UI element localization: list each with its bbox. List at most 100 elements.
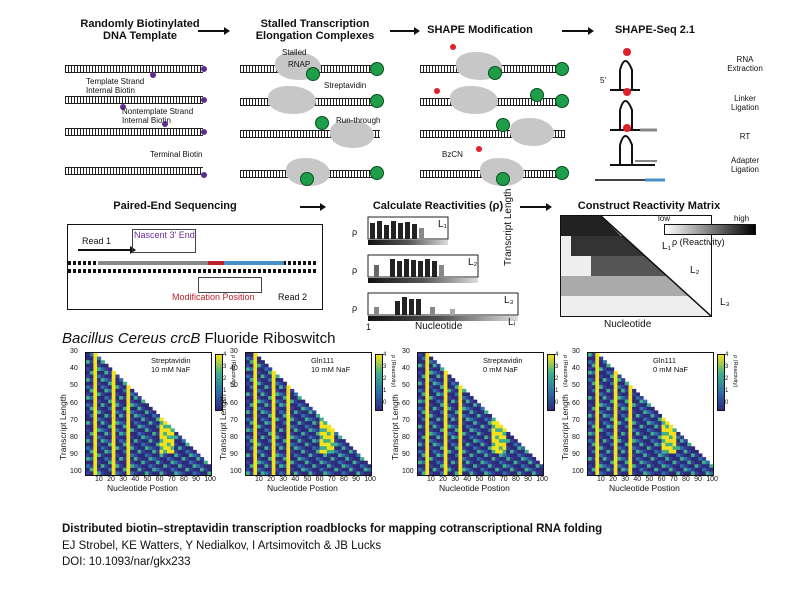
colorbar-label: ρ (Reactivity) — [732, 355, 738, 388]
heat-cell — [286, 449, 291, 454]
bar — [384, 225, 389, 239]
heat-cell — [330, 446, 335, 451]
heat-cell — [462, 410, 467, 415]
heat-cell — [115, 378, 120, 383]
heat-cell — [513, 471, 518, 475]
heat-cell — [639, 414, 644, 419]
heat-cell — [421, 442, 426, 447]
heat-cell — [104, 370, 109, 376]
heat-cell — [297, 410, 302, 415]
colorbar-tick: 2 — [223, 376, 227, 382]
heat-cell — [315, 449, 321, 454]
heat-cell — [602, 381, 607, 386]
heat-cell — [282, 399, 287, 404]
heat-cell — [159, 453, 164, 458]
heat-cell — [133, 460, 138, 465]
heat-cell — [606, 381, 611, 386]
streptavidin-dot — [555, 166, 569, 180]
heat-cell — [93, 467, 98, 472]
heat-cell — [447, 388, 452, 393]
heat-cell — [687, 460, 692, 465]
heat-cell — [440, 453, 445, 458]
heat-cell — [617, 381, 622, 386]
heat-cell — [93, 406, 98, 411]
heat-cell — [443, 370, 448, 376]
heat-cell — [676, 442, 681, 447]
bar — [397, 261, 402, 277]
heat-cell — [665, 439, 670, 444]
heat-cell — [454, 467, 459, 472]
heat-cell — [621, 460, 626, 465]
heat-cell — [282, 406, 287, 411]
heat-cell — [654, 424, 659, 429]
heat-cell — [297, 446, 302, 451]
heat-cell — [104, 385, 109, 390]
heat-cell — [476, 449, 481, 454]
heat-cell — [421, 460, 426, 465]
heat-cell — [144, 417, 149, 422]
heat-cell — [286, 460, 291, 465]
heat-cell — [502, 449, 507, 454]
heat-cell — [621, 406, 626, 411]
heat-cell — [654, 417, 659, 422]
heat-cell — [290, 439, 295, 444]
heat-cell — [126, 403, 131, 408]
heat-cell — [458, 406, 463, 411]
heat-cell — [646, 460, 651, 465]
heat-cell — [588, 431, 593, 437]
heat-cell — [326, 424, 332, 429]
heat-cell — [104, 471, 109, 475]
heat-cell — [297, 439, 302, 444]
heat-cell — [260, 421, 265, 426]
heat-cell — [144, 424, 149, 429]
x-tick-label: 80 — [339, 476, 348, 483]
streptavidin-dot — [300, 172, 314, 186]
biotin-dot — [201, 66, 207, 72]
heat-cell — [447, 381, 452, 386]
heat-cell — [436, 396, 441, 401]
heat-cell — [473, 421, 478, 426]
heat-cell — [323, 464, 328, 469]
heat-cell — [271, 388, 276, 393]
heat-cell — [137, 439, 142, 444]
heat-cell — [639, 453, 644, 458]
heat-cell — [635, 442, 640, 447]
heat-cell — [639, 410, 644, 415]
heat-cell — [458, 428, 463, 433]
heat-cell — [484, 428, 489, 433]
heat-cell — [502, 464, 507, 469]
heat-cell — [163, 467, 168, 472]
heat-cell — [454, 453, 459, 458]
condition-line-1: Streptavidin — [151, 356, 191, 365]
shape-mod-dot — [623, 88, 631, 96]
heat-cell — [275, 388, 280, 393]
heat-cell — [432, 467, 437, 472]
heat-cell — [148, 435, 153, 440]
heat-cell — [348, 457, 354, 462]
heat-cell — [104, 446, 109, 451]
heat-cell — [108, 403, 113, 408]
heat-cell — [613, 446, 618, 451]
dna-template-2 — [65, 96, 203, 104]
heat-cell — [323, 442, 328, 447]
heat-cell — [602, 424, 607, 429]
heat-cell — [606, 442, 611, 447]
heat-cell — [606, 431, 611, 437]
heat-cell — [133, 421, 138, 426]
heat-cell — [646, 442, 651, 447]
heat-cell — [628, 464, 633, 469]
heat-cell — [260, 435, 265, 440]
dna-complex-3 — [240, 130, 380, 138]
heat-cell — [628, 385, 633, 390]
heat-cell — [275, 439, 280, 444]
heat-cell — [443, 414, 448, 419]
heat-cell — [588, 467, 593, 472]
heat-cell — [591, 428, 596, 433]
heat-cell — [421, 439, 426, 444]
heat-cell — [588, 460, 593, 465]
heat-cell — [111, 403, 116, 408]
heat-cell — [705, 467, 710, 472]
heat-cell — [115, 403, 120, 408]
heat-cell — [152, 417, 157, 422]
heat-cell — [126, 385, 131, 390]
